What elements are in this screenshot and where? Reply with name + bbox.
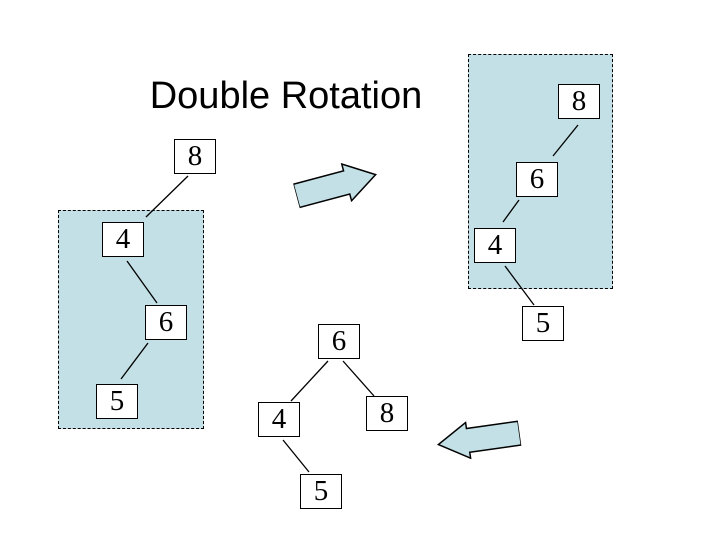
tree-node: 8 — [366, 396, 408, 431]
arrow-left-icon — [436, 420, 523, 460]
tree-node: 4 — [102, 222, 144, 257]
tree-node: 5 — [522, 306, 564, 341]
tree-node: 8 — [558, 84, 600, 119]
tree-node: 6 — [516, 162, 558, 197]
tree-node: 5 — [96, 384, 138, 419]
arrow-right-icon — [292, 162, 377, 209]
tree-node: 6 — [145, 305, 187, 340]
tree-node: 5 — [300, 474, 342, 509]
tree-node: 8 — [174, 139, 216, 174]
tree-node: 4 — [474, 228, 516, 263]
tree-node: 6 — [318, 324, 360, 359]
slide-title: Double Rotation — [149, 75, 423, 117]
tree-node: 4 — [258, 402, 300, 437]
